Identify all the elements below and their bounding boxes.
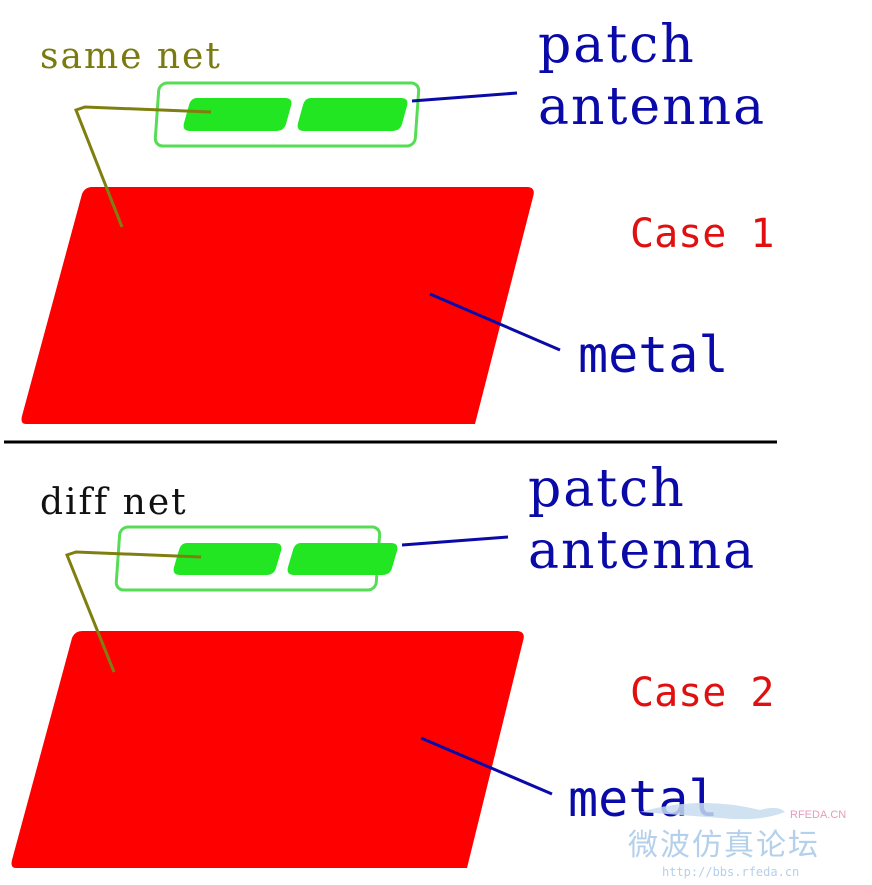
case-1-patch-left (183, 98, 292, 131)
case-2-antenna-pointer-line (401, 535, 509, 547)
case-1-antenna-pointer-line (411, 91, 518, 103)
case-1-metal-pointer-line (429, 292, 561, 352)
case-2-net-connector-line (65, 550, 202, 673)
case-2-antenna-label-line1: patch (528, 459, 686, 519)
watermark-url: http://bbs.rfeda.cn (662, 865, 799, 879)
case-1-net-connector-line (74, 105, 212, 228)
case-2-metal-pointer-line (420, 736, 553, 796)
case-2-antenna-label-line2: antenna (528, 521, 756, 581)
case-2-metal-plate (11, 631, 524, 868)
case-1-net-label: same net (40, 36, 222, 77)
case-1-group: same net patch antenna Case 1 metal (21, 15, 775, 424)
case-1-case-label: Case 1 (630, 211, 775, 257)
case-1-patch-right (297, 98, 408, 131)
watermark-wave-logo (640, 802, 785, 820)
case-1-metal-plate (21, 187, 534, 424)
case-1-metal-label: metal (578, 326, 729, 384)
case-1-antenna-label-line2: antenna (538, 77, 766, 137)
watermark-cn-title: 微波仿真论坛 (628, 829, 820, 862)
watermark-brand: RFEDA.CN (790, 809, 846, 821)
case-1-antenna-label-line1: patch (538, 15, 696, 75)
case-2-case-label: Case 2 (630, 670, 775, 716)
case-2-metal-label: metal (568, 770, 719, 828)
case-2-group: diff net patch antenna Case 2 metal (11, 459, 775, 868)
watermark-group: RFEDA.CN 微波仿真论坛 http://bbs.rfeda.cn (628, 802, 846, 879)
case-2-patch-right (287, 543, 398, 575)
case-2-net-label: diff net (40, 482, 188, 523)
case-2-patch-left (173, 543, 282, 575)
